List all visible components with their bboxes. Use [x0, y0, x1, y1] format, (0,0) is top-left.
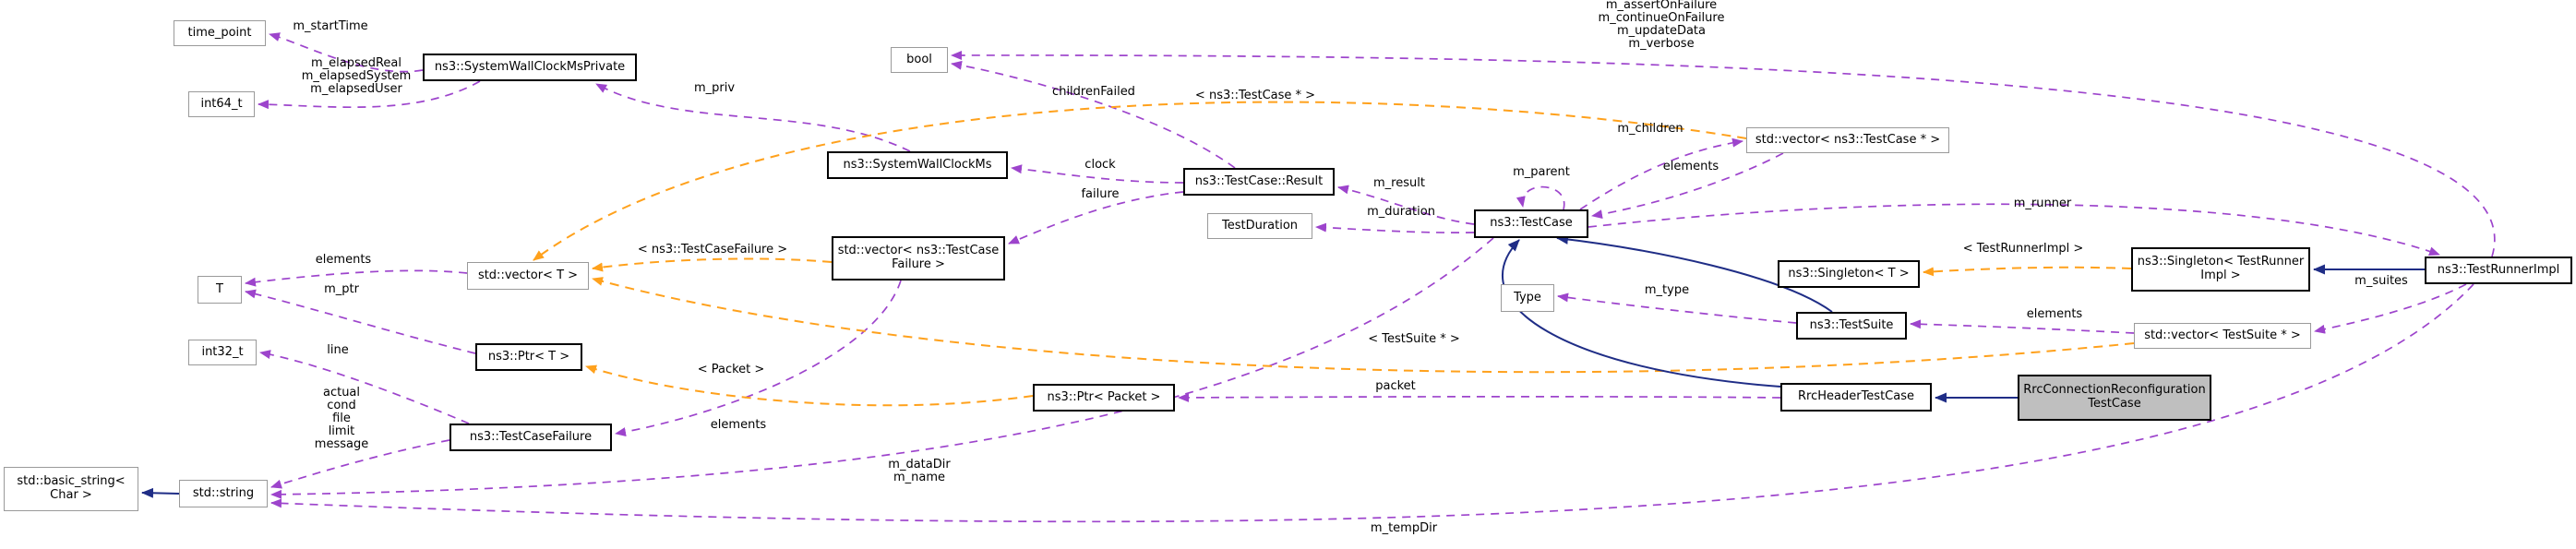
- node-runnerimpl[interactable]: ns3::TestRunnerImpl: [2425, 257, 2572, 284]
- edge-singletonimpl-singletont: [1923, 266, 2132, 277]
- node-syswallclock[interactable]: ns3::SystemWallClockMs: [827, 151, 1008, 179]
- node-sysprivate[interactable]: ns3::SystemWallClockMsPrivate: [423, 54, 637, 81]
- edge-sysprivate-int64: [258, 80, 481, 110]
- edge-runnerimpl-bool: [951, 50, 2496, 257]
- edge-vectestcase-vect: [533, 101, 1747, 261]
- node-int64[interactable]: int64_t: [188, 91, 255, 117]
- edge-result-bool: [951, 60, 1236, 169]
- edge-vecfailure-vect: [592, 257, 833, 272]
- edge-testcase-runnerimpl: [1588, 203, 2440, 257]
- node-vect[interactable]: std::vector< T >: [467, 262, 589, 290]
- node-ptrpacket[interactable]: ns3::Ptr< Packet >: [1033, 384, 1175, 412]
- node-rrcheader[interactable]: RrcHeaderTestCase: [1780, 383, 1932, 412]
- node-bool[interactable]: bool: [891, 47, 948, 73]
- node-singletonimpl[interactable]: ns3::Singleton< TestRunner Impl >: [2131, 247, 2310, 292]
- node-result[interactable]: ns3::TestCase::Result: [1183, 168, 1335, 196]
- edge-result-vecfailure: [1008, 191, 1184, 245]
- edge-testcase-result: [1337, 185, 1475, 225]
- node-vectestcase[interactable]: std::vector< ns3::TestCase * >: [1746, 127, 1949, 153]
- edge-ptrpacket-ptrt: [585, 364, 1034, 407]
- node-testduration[interactable]: TestDuration: [1207, 213, 1312, 239]
- edge-runnerimpl-vecsuite: [2314, 283, 2467, 334]
- node-vecsuite[interactable]: std::vector< TestSuite * >: [2134, 323, 2311, 349]
- edge-tcfailure-int32: [259, 350, 470, 424]
- edge-rrcheader-ptrpacket: [1178, 392, 1781, 402]
- node-stdstring[interactable]: std::string: [179, 480, 268, 507]
- edge-testcase-testduration: [1315, 222, 1475, 233]
- node-T[interactable]: T: [198, 276, 242, 304]
- node-testcase[interactable]: ns3::TestCase: [1474, 209, 1588, 238]
- edge-testsuite-testcase: [1556, 233, 1833, 313]
- node-singletont[interactable]: ns3::Singleton< T >: [1778, 260, 1920, 288]
- edge-syswallclock-sysprivate: [595, 83, 911, 152]
- edge-tcfailure-stdstring: [270, 439, 450, 489]
- edge-ptrt-T: [245, 289, 476, 354]
- edge-testsuite-type: [1557, 292, 1797, 324]
- node-vecfailure[interactable]: std::vector< ns3::TestCase Failure >: [832, 236, 1005, 280]
- node-timepoint[interactable]: time_point: [174, 20, 266, 46]
- node-basicstring[interactable]: std::basic_string< Char >: [4, 467, 138, 511]
- edge-sysprivate-timepoint: [269, 32, 424, 73]
- node-ptrt[interactable]: ns3::Ptr< T >: [475, 343, 582, 371]
- node-testsuite[interactable]: ns3::TestSuite: [1796, 312, 1907, 340]
- edge-rrcheader-testcase: [1501, 239, 1781, 388]
- edge-result-syswallclock: [1011, 164, 1184, 184]
- edge-vecfailure-tcfailure: [615, 280, 902, 436]
- edge-testcase-testcase: [1516, 185, 1565, 210]
- edge-vecsuite-testsuite: [1910, 319, 2135, 334]
- node-rrcconn: RrcConnectionReconfiguration TestCase: [2018, 375, 2211, 421]
- edge-vect-T: [245, 269, 468, 287]
- edge-vectestcase-testcase: [1591, 152, 1784, 220]
- node-tcfailure[interactable]: ns3::TestCaseFailure: [449, 424, 612, 451]
- edge-stdstring-basicstring: [141, 487, 180, 498]
- node-int32[interactable]: int32_t: [188, 340, 257, 365]
- edge-testcase-stdstring: [270, 237, 1494, 499]
- node-type[interactable]: Type: [1501, 284, 1554, 312]
- edge-testcase-vectestcase: [1579, 137, 1743, 210]
